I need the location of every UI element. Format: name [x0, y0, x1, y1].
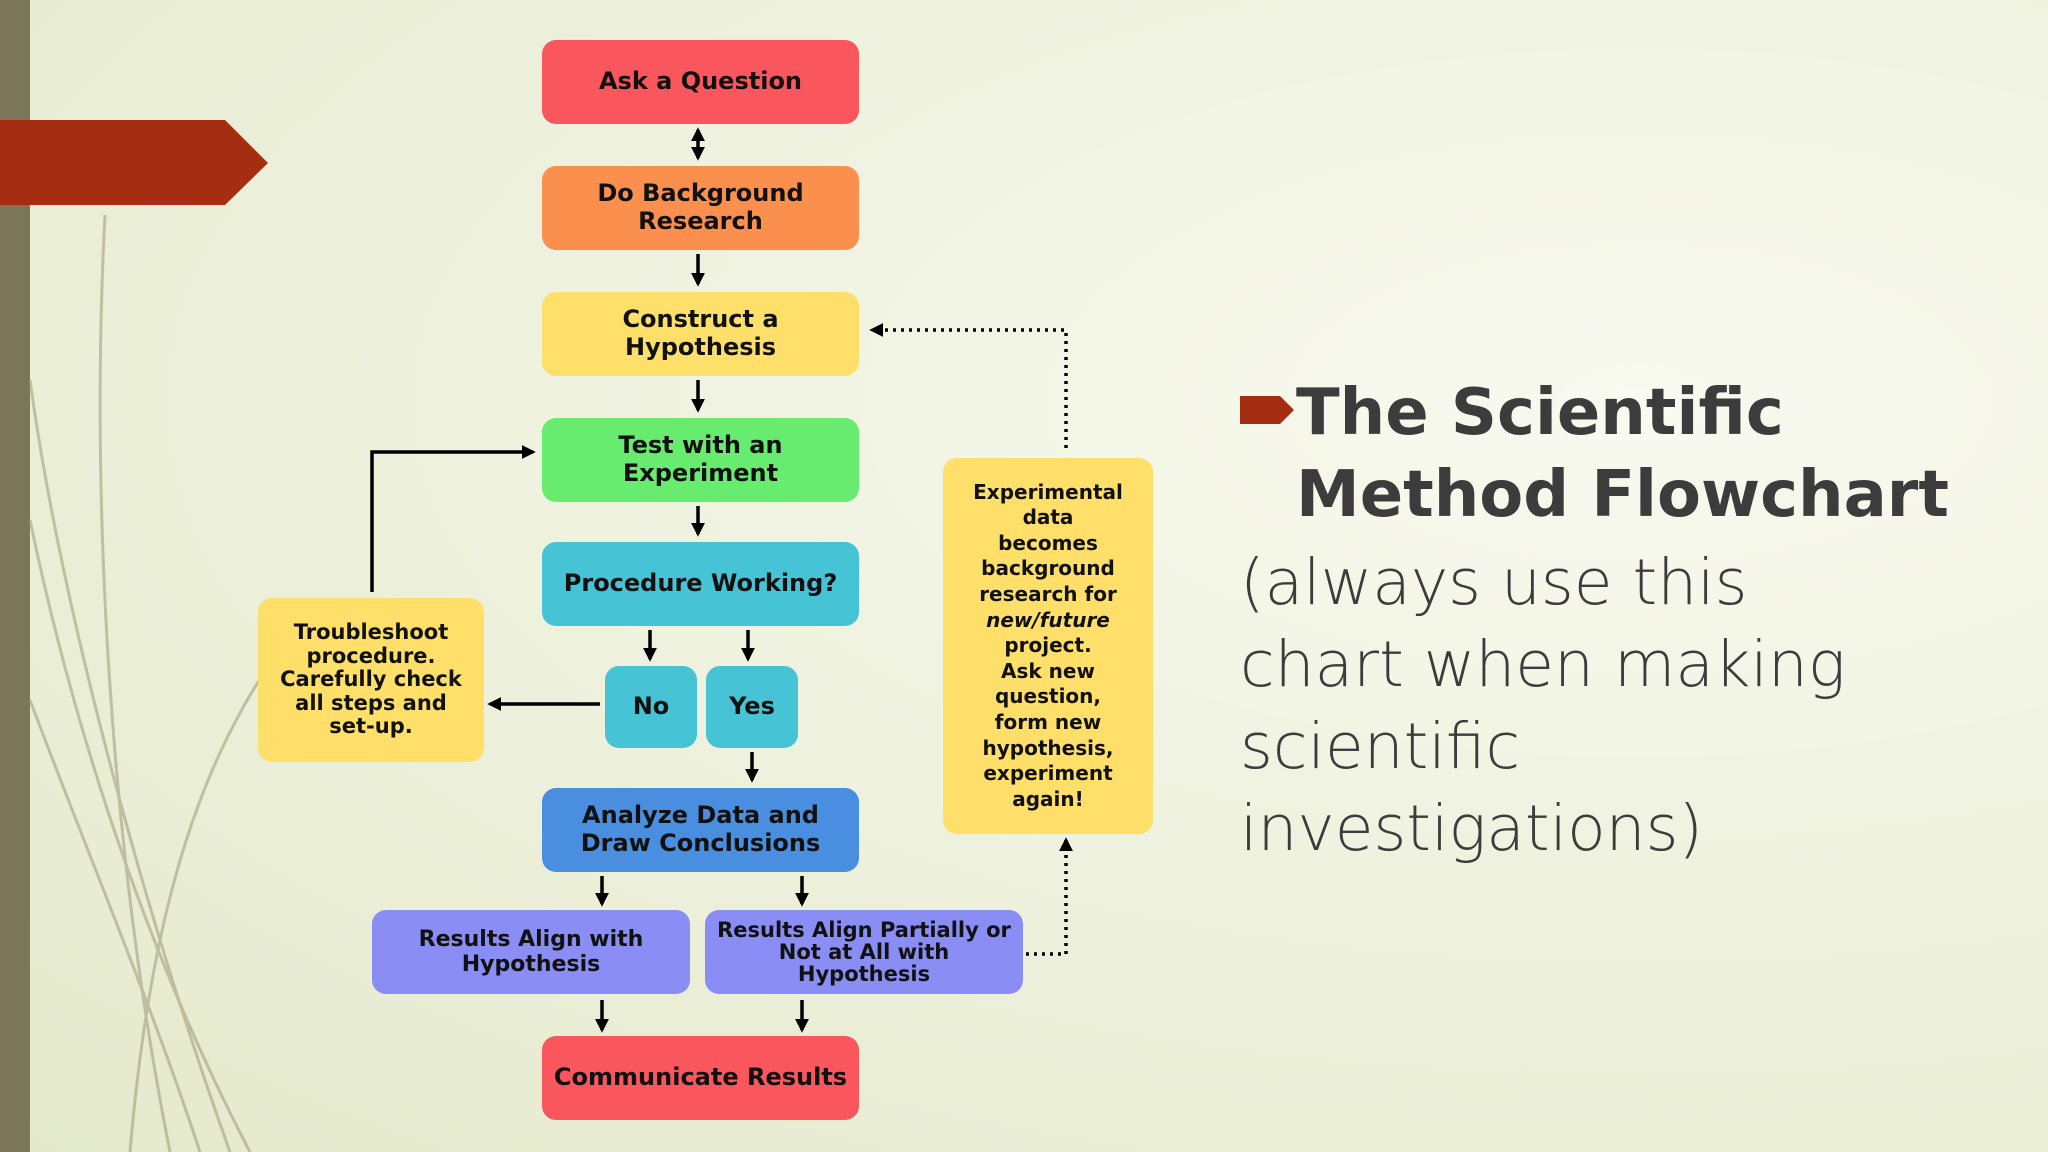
- slide-subtitle-line: investigations): [1240, 792, 1703, 865]
- troubleshoot-line: Carefully check: [280, 667, 462, 692]
- feedback-line: research for: [979, 582, 1117, 607]
- troubleshoot-line: set-up.: [329, 714, 413, 739]
- slide-caption: The Scientific Method Flowchart (always …: [1240, 372, 2020, 870]
- title-row: The Scientific Method Flowchart: [1240, 372, 2020, 536]
- feedback-line: new/future: [986, 607, 1110, 632]
- troubleshoot-line: Troubleshoot: [293, 620, 449, 645]
- feedback-line: data: [1022, 505, 1074, 530]
- node-troubleshoot: Troubleshoot procedure. Carefully check …: [258, 598, 484, 762]
- feedback-line: Experimental: [973, 479, 1123, 504]
- slide-title: The Scientific Method Flowchart: [1296, 372, 1949, 536]
- slide-subtitle-line: chart when making: [1240, 628, 1846, 701]
- feedback-line: experiment: [983, 761, 1113, 786]
- node-analyze-data: Analyze Data and Draw Conclusions: [542, 788, 859, 872]
- troubleshoot-line: all steps and: [295, 690, 447, 715]
- node-background-research: Do Background Research: [542, 166, 859, 250]
- feedback-line: hypothesis,: [982, 735, 1114, 760]
- node-construct-hypothesis: Construct a Hypothesis: [542, 292, 859, 376]
- node-procedure-working: Procedure Working?: [542, 542, 859, 626]
- node-results-align: Results Align with Hypothesis: [372, 910, 690, 994]
- feedback-line: again!: [1012, 786, 1084, 811]
- troubleshoot-line: procedure.: [306, 643, 436, 668]
- node-feedback-note: Experimental data becomes background res…: [943, 458, 1153, 834]
- node-test-experiment: Test with an Experiment: [542, 418, 859, 502]
- slide-subtitle-line: scientific: [1240, 710, 1521, 783]
- slide-title-line: Method Flowchart: [1296, 458, 1949, 532]
- feedback-line: becomes: [998, 530, 1098, 555]
- node-no: No: [605, 666, 697, 748]
- feedback-line: Ask new: [1001, 658, 1095, 683]
- node-yes: Yes: [706, 666, 798, 748]
- decorative-strokes: [28, 214, 300, 1152]
- feedback-line: question,: [994, 684, 1101, 709]
- feedback-line: background: [981, 556, 1115, 581]
- slide-subtitle: (always use this chart when making scien…: [1240, 542, 2020, 870]
- slide-subtitle-line: (always use this: [1240, 546, 1748, 619]
- feedback-line: project.: [1004, 633, 1092, 658]
- node-results-partial: Results Align Partially or Not at All wi…: [705, 910, 1023, 994]
- title-tab: [0, 120, 268, 205]
- arrow-bullet-icon: [1240, 396, 1294, 424]
- node-ask-question: Ask a Question: [542, 40, 859, 124]
- slide-title-line: The Scientific: [1296, 376, 1784, 450]
- node-communicate-results: Communicate Results: [542, 1036, 859, 1120]
- feedback-line: form new: [994, 709, 1102, 734]
- slide-decoration: [0, 0, 300, 1152]
